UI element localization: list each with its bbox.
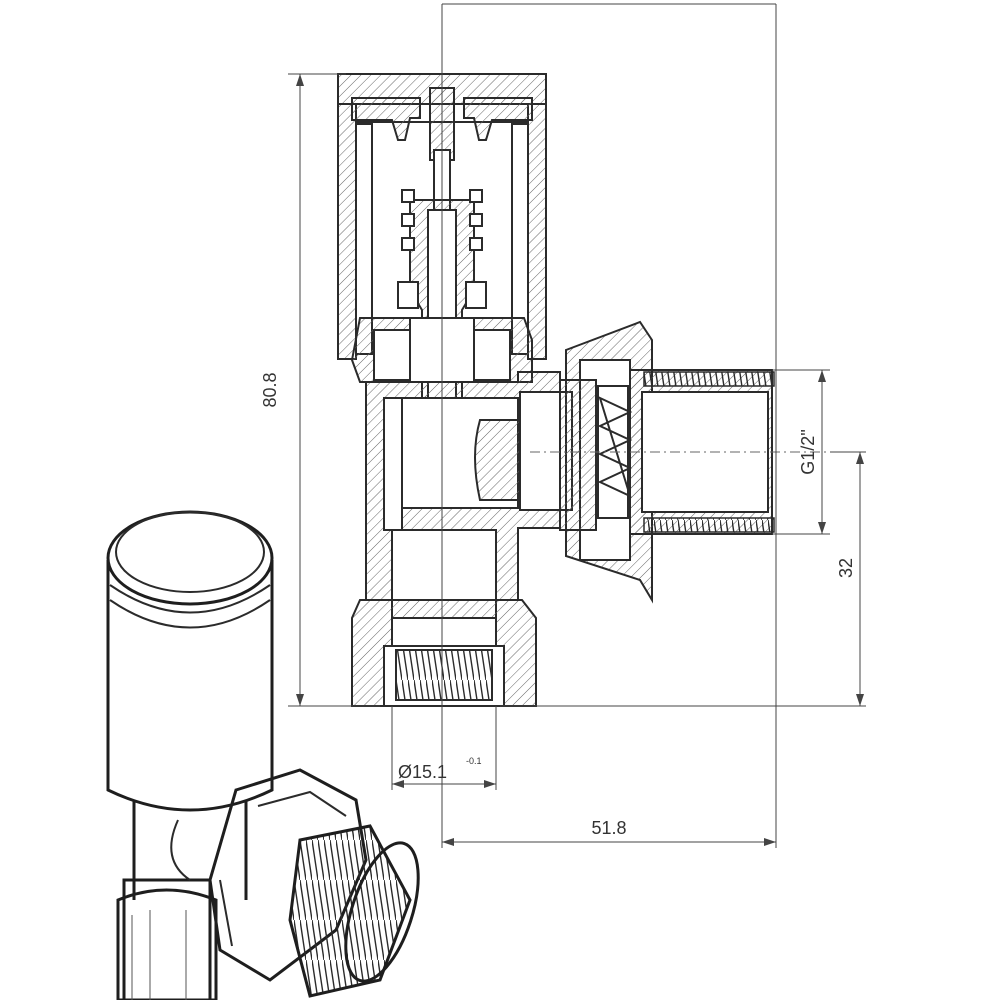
inlet-tolerance-label: -0.1 — [466, 756, 482, 766]
handle-cap-section — [337, 73, 547, 360]
bottom-compression-nut-section — [351, 599, 537, 707]
spring — [397, 189, 487, 309]
valve-body-section — [365, 371, 573, 641]
height-dimension-label: 80.8 — [260, 372, 280, 407]
union-tail-section — [559, 320, 775, 604]
valve-perspective-sketch — [106, 510, 420, 1000]
width-dimension-label: 51.8 — [591, 818, 626, 838]
dimension-labels: 80.8 G1/2" 32 Ø15.1 -0.1 51.8 — [260, 372, 856, 838]
dimension-lines — [288, 3, 866, 848]
threaded-tail — [288, 824, 420, 998]
inlet-diameter-dimension-label: Ø15.1 — [398, 762, 447, 782]
thread-dimension-label: G1/2" — [798, 429, 818, 474]
outlet-height-dimension-label: 32 — [836, 558, 856, 578]
valve-section-view — [337, 73, 775, 707]
